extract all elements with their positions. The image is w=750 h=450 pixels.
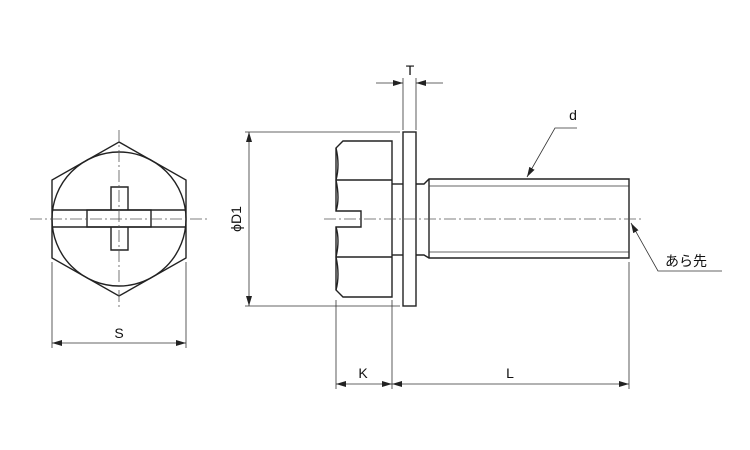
- thread-shank: [416, 178, 630, 259]
- k-label: K: [358, 365, 368, 381]
- cross-recess-bottom: [110, 227, 129, 251]
- side-view: ϕD1 T d あら先 K L: [228, 62, 722, 389]
- d-label: d: [569, 107, 577, 123]
- t-label: T: [406, 62, 415, 78]
- head-end-view: S: [30, 130, 208, 348]
- point-leader: [630, 222, 722, 272]
- s-label: S: [114, 325, 123, 341]
- cross-recess-top: [110, 186, 129, 210]
- point-label: あら先: [665, 253, 707, 269]
- d1-label: ϕD1: [228, 206, 244, 232]
- l-label: L: [506, 365, 514, 381]
- d-leader: [526, 127, 577, 178]
